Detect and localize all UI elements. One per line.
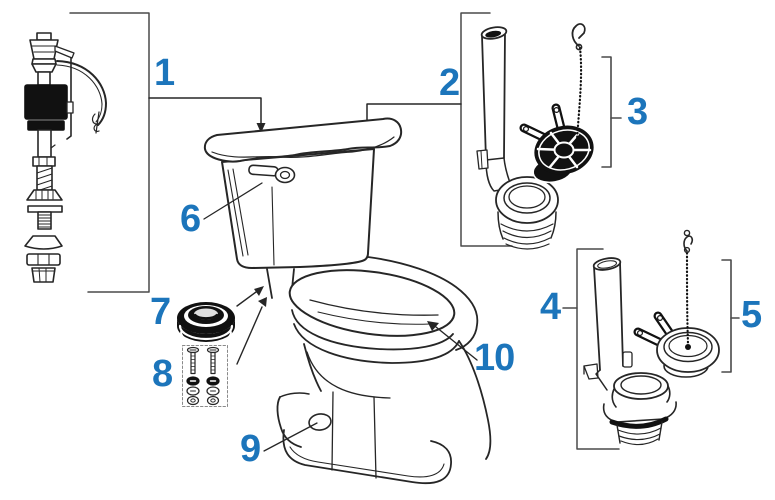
part-1-enclosure-box <box>69 12 150 293</box>
bolt-kit-arrow <box>236 297 267 365</box>
tank-bolt-kit-illustration <box>182 345 228 407</box>
flapper-5-illustration <box>633 229 720 378</box>
callout-3-label: 3 <box>627 91 648 133</box>
callout-6-label: 6 <box>180 198 201 240</box>
callout-2-label: 2 <box>439 62 460 104</box>
flush-valve-4-illustration <box>583 257 677 446</box>
callout-9-leader <box>263 422 318 452</box>
callout-1-connector <box>148 97 266 133</box>
toilet-bowl-illustration <box>276 256 492 485</box>
callout-10-leader <box>427 321 478 361</box>
toilet-seat-illustration <box>288 269 456 337</box>
part-5-bracket <box>721 259 740 373</box>
part-4-enclosure-box <box>562 248 620 450</box>
callout-9-label: 9 <box>240 428 261 470</box>
callout-10-label: 10 <box>474 337 515 379</box>
tank-bolt-right <box>206 346 220 406</box>
part-3-bracket <box>601 56 622 168</box>
tank-to-bowl-gasket-illustration <box>177 302 235 345</box>
fill-valve-illustration <box>24 32 107 283</box>
callout-6-leader <box>203 182 263 220</box>
callout-1-label: 1 <box>154 52 175 94</box>
flush-lever-illustration <box>248 164 296 184</box>
callout-5-label: 5 <box>741 294 762 336</box>
tank-bolt-left <box>186 346 200 406</box>
flush-valve-2-illustration <box>476 26 559 250</box>
flapper-3-illustration <box>519 23 594 184</box>
callout-7-label: 7 <box>150 291 171 333</box>
bowl-base-illustration <box>276 392 452 485</box>
callout-4-label: 4 <box>540 286 561 328</box>
gasket-arrow <box>236 286 264 307</box>
part-2-enclosure-box <box>460 12 513 247</box>
callout-8-label: 8 <box>152 353 173 395</box>
